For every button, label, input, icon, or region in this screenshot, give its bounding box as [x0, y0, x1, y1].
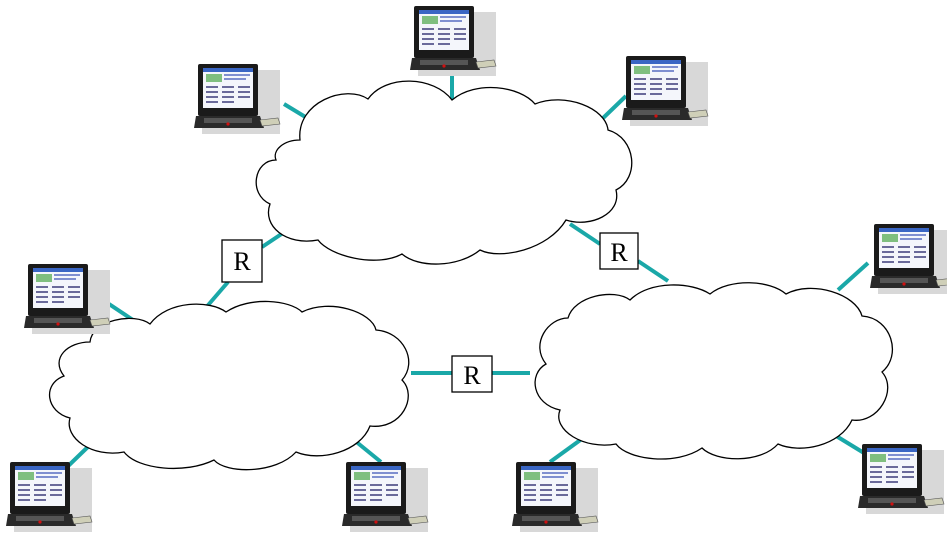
laptop-icon	[621, 55, 709, 127]
link-top-router-left	[260, 231, 285, 249]
link-top-router-right	[568, 222, 602, 246]
link-left-laptop-bottom-right	[352, 438, 383, 464]
link-top-right	[598, 94, 628, 123]
router-label: R	[233, 247, 251, 276]
router-label: R	[463, 361, 481, 390]
laptop-icon	[869, 223, 947, 295]
laptop-icon	[193, 63, 281, 135]
laptop-icon	[23, 263, 111, 335]
cloud-left	[48, 300, 410, 471]
laptop-icon	[409, 5, 497, 77]
link-right-laptop-upper	[836, 261, 870, 292]
cloud-top	[255, 80, 633, 265]
laptop-icon	[341, 461, 429, 533]
laptop-icon	[511, 461, 599, 533]
link-router-right-cloud	[636, 259, 670, 283]
router-top-right: R	[599, 232, 639, 270]
router-middle: R	[451, 355, 493, 393]
laptop-icon	[857, 443, 945, 515]
cloud-right	[534, 282, 893, 460]
router-top-left: R	[221, 239, 263, 283]
laptop-icon	[5, 461, 93, 533]
router-label: R	[610, 238, 628, 267]
